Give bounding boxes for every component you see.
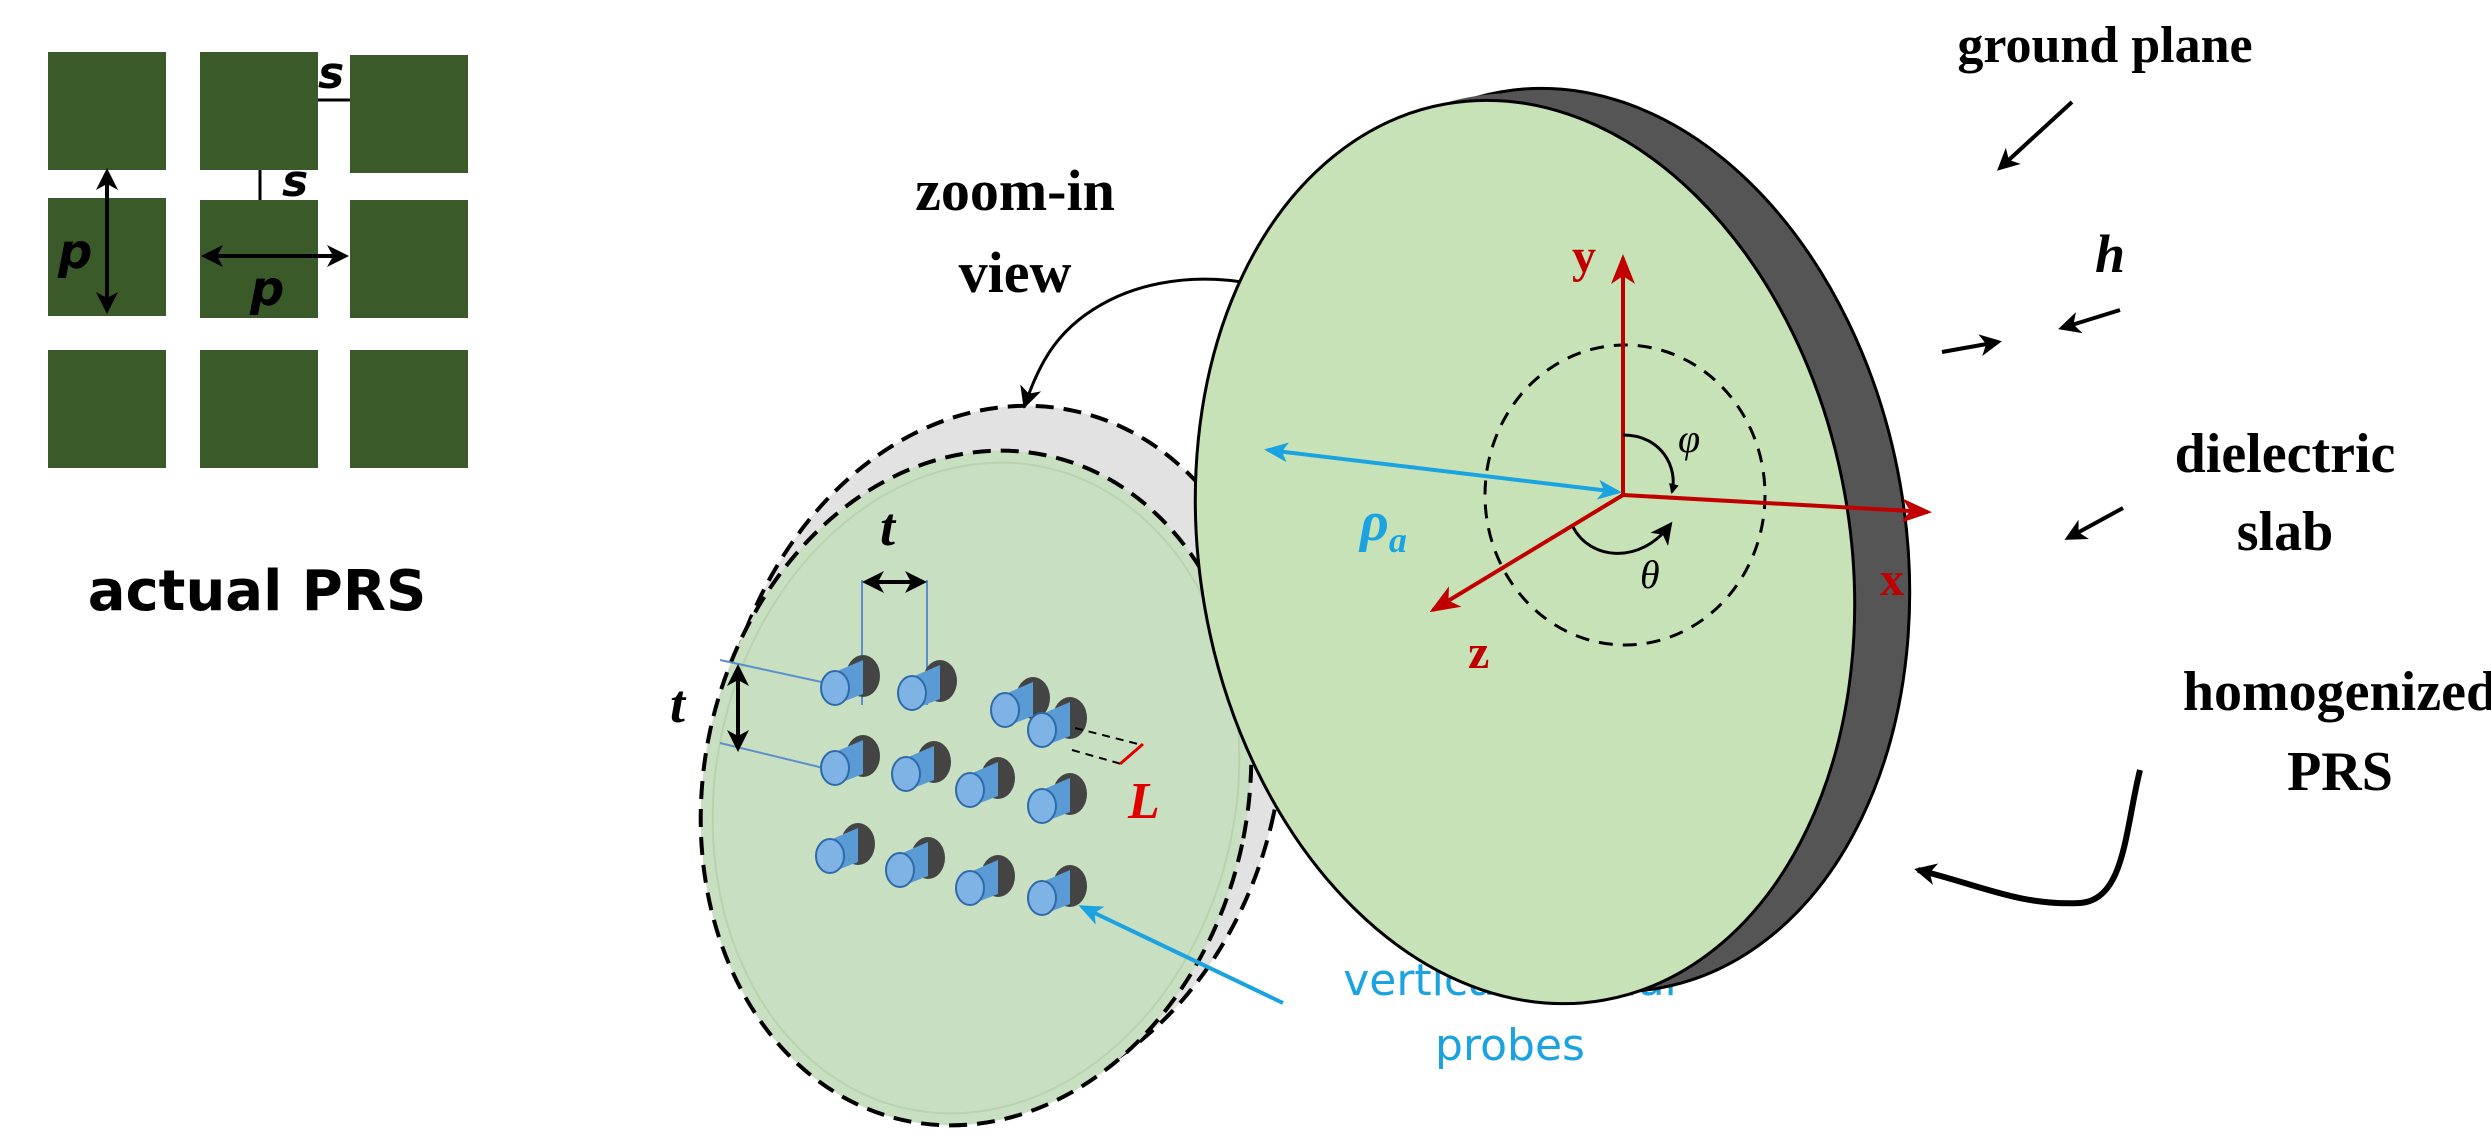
homogenized-label-line2: PRS bbox=[2287, 741, 2393, 803]
coaxial-probe bbox=[815, 823, 875, 874]
probes-label-line2: probes bbox=[1435, 1020, 1585, 1071]
label-axis-x: x bbox=[1880, 553, 1904, 606]
probes-pointer-arrow bbox=[1078, 905, 1284, 1005]
homogenized-label-line1: homogenized bbox=[2183, 661, 2491, 723]
h-arrow-left bbox=[1941, 334, 2002, 356]
t-dimension-guides: t t bbox=[670, 497, 928, 773]
label-phi: φ bbox=[1678, 416, 1700, 461]
probe-length-L: L bbox=[1071, 727, 1160, 830]
prs-patch bbox=[350, 55, 468, 173]
coaxial-probe bbox=[820, 735, 880, 786]
label-rho: ρa bbox=[1358, 491, 1407, 560]
zoom-in-label-line2: view bbox=[959, 240, 1072, 305]
coaxial-probe bbox=[1027, 773, 1087, 824]
prs-patch bbox=[350, 350, 468, 468]
ground-plane-pointer bbox=[1997, 100, 2074, 171]
actual-prs-grid: s s p p bbox=[48, 48, 468, 468]
theta-arc bbox=[1571, 521, 1673, 555]
prs-patch bbox=[200, 52, 318, 170]
label-p-vertical: p bbox=[57, 224, 92, 280]
label-axis-y: y bbox=[1572, 230, 1596, 283]
h-arrow-right bbox=[2058, 308, 2121, 334]
coaxial-probe bbox=[1027, 865, 1087, 916]
phi-arc bbox=[1622, 433, 1679, 494]
rho-symbol: ρ bbox=[1358, 491, 1389, 553]
label-s-mid: s bbox=[282, 156, 308, 207]
coaxial-probe bbox=[897, 660, 957, 711]
coaxial-probe bbox=[891, 741, 951, 792]
coaxial-probe bbox=[990, 677, 1050, 728]
rho-a-arrow bbox=[1264, 442, 1622, 500]
label-L: L bbox=[1127, 773, 1160, 830]
main-antenna-disk bbox=[1193, 86, 1912, 1006]
prs-patch bbox=[48, 52, 166, 170]
coordinate-axes: y x z bbox=[1429, 230, 1932, 679]
x-axis bbox=[1622, 493, 1932, 523]
ground-plane-label: ground plane bbox=[1957, 17, 2252, 74]
label-h: h bbox=[2095, 224, 2125, 284]
label-t-vertical: t bbox=[670, 674, 687, 734]
dielectric-label-line1: dielectric bbox=[2175, 423, 2396, 485]
coaxial-probe bbox=[885, 837, 945, 888]
coaxial-probe bbox=[955, 757, 1015, 808]
z-axis bbox=[1429, 493, 1625, 613]
rho-subscript: a bbox=[1389, 520, 1407, 560]
zoom-in-label-line1: zoom-in bbox=[915, 158, 1115, 223]
label-theta: θ bbox=[1640, 552, 1660, 597]
coaxial-probe bbox=[955, 855, 1015, 906]
prs-patch bbox=[48, 350, 166, 468]
prs-patch bbox=[350, 200, 468, 318]
label-p-horizontal: p bbox=[249, 261, 284, 317]
coaxial-probe bbox=[820, 655, 880, 706]
label-t-horizontal: t bbox=[880, 497, 897, 557]
label-s-top: s bbox=[318, 48, 344, 99]
actual-prs-caption: actual PRS bbox=[88, 559, 427, 624]
prs-patch bbox=[200, 350, 318, 468]
homogenized-pointer bbox=[1914, 769, 2143, 907]
dielectric-label-line2: slab bbox=[2237, 501, 2334, 563]
dielectric-pointer bbox=[2064, 506, 2124, 540]
label-axis-z: z bbox=[1468, 626, 1489, 679]
